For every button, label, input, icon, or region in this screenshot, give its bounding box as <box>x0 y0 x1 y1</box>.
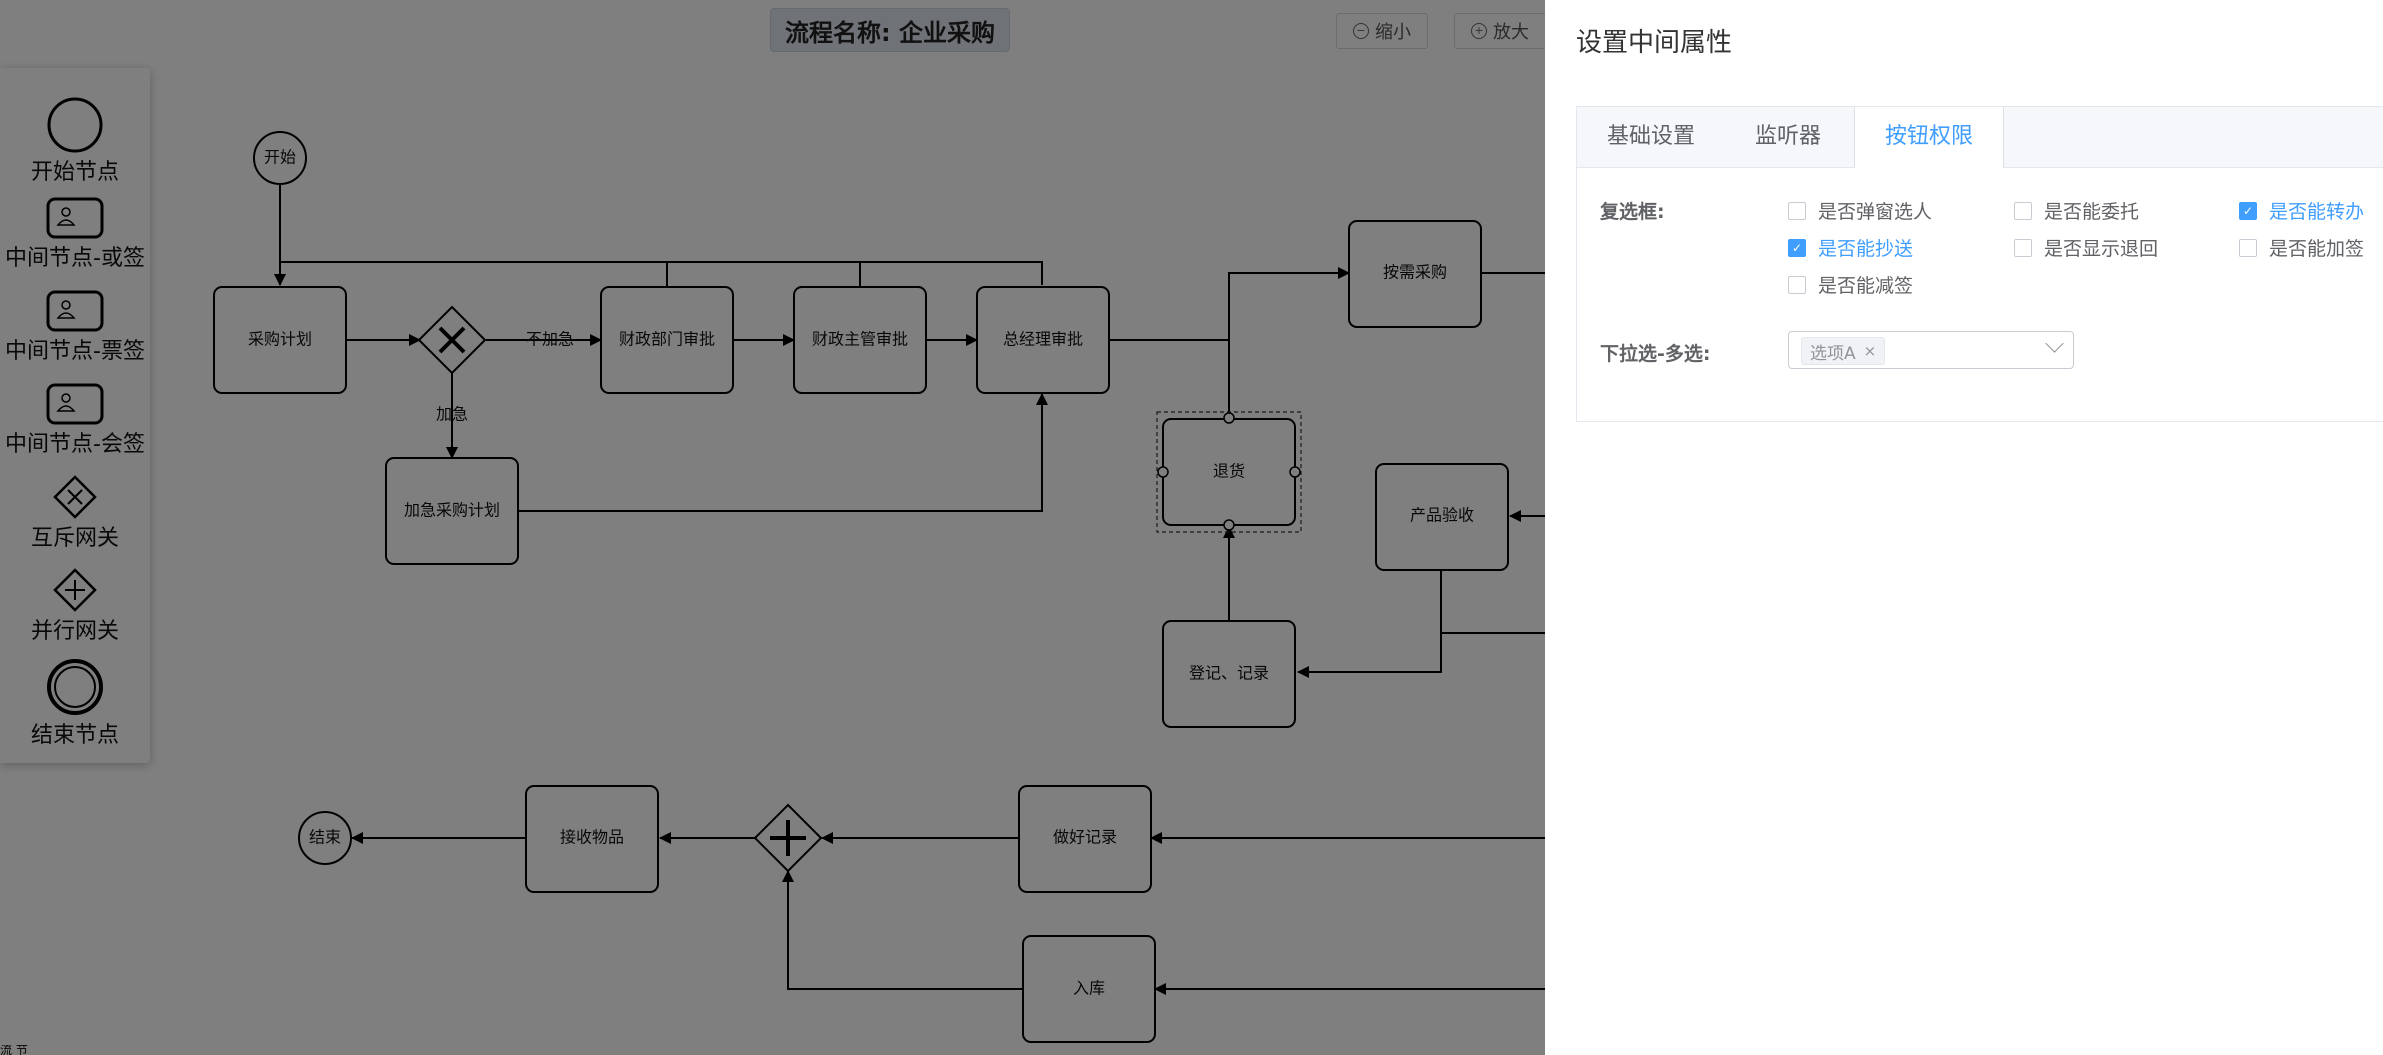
multiselect-label: 下拉选-多选: <box>1600 343 1711 365</box>
checkbox-box[interactable] <box>2014 238 2032 257</box>
checkbox-reduce-sign[interactable]: 是否能减签 <box>1788 271 1913 298</box>
checkbox-cc[interactable]: ✓ 是否能抄送 <box>1788 234 1913 261</box>
checkbox-label: 是否显示退回 <box>2044 238 2159 260</box>
checkbox-box[interactable] <box>1788 201 1806 220</box>
checkbox-label: 是否能减签 <box>1818 275 1914 297</box>
drawer-title: 设置中间属性 <box>1576 28 1733 58</box>
selected-tag: 选项A × <box>1801 337 1886 365</box>
checkbox-box[interactable] <box>2014 201 2032 220</box>
tab-basic-settings[interactable]: 基础设置 <box>1607 124 1696 149</box>
checkbox-delegate[interactable]: 是否能委托 <box>2014 197 2139 224</box>
checkbox-box[interactable] <box>1788 275 1806 294</box>
checkbox-popup-select[interactable]: 是否弹窗选人 <box>1788 197 1932 224</box>
checkbox-label: 是否能委托 <box>2044 201 2140 223</box>
checkbox-label: 是否弹窗选人 <box>1818 201 1933 223</box>
tab-button-permissions[interactable]: 按钮权限 <box>1854 107 2005 168</box>
checkbox-label: 是否能转办 <box>2269 201 2365 223</box>
multiselect-dropdown[interactable]: 选项A × <box>1788 331 2074 369</box>
chevron-down-icon[interactable] <box>2045 334 2064 353</box>
drawer-overlay[interactable] <box>0 0 1545 1055</box>
properties-drawer: 设置中间属性 基础设置 监听器 按钮权限 复选框: 是否弹窗选人 是否能委托 ✓… <box>1545 0 2383 1055</box>
check-icon[interactable]: ✓ <box>2239 201 2257 220</box>
tag-close-icon[interactable]: × <box>1863 342 1877 360</box>
checkbox-group-label: 复选框: <box>1600 201 1665 223</box>
checkbox-add-sign[interactable]: 是否能加签 <box>2239 234 2364 261</box>
checkbox-box[interactable] <box>2239 238 2257 257</box>
check-icon[interactable]: ✓ <box>1788 238 1806 257</box>
tab-listeners[interactable]: 监听器 <box>1755 124 1822 149</box>
checkbox-label: 是否能加签 <box>2269 238 2365 260</box>
checkbox-label: 是否能抄送 <box>1818 238 1914 260</box>
tabs-card: 基础设置 监听器 按钮权限 复选框: 是否弹窗选人 是否能委托 ✓ 是否能转办 … <box>1576 106 2383 422</box>
tag-label: 选项A <box>1810 343 1856 364</box>
checkbox-transfer[interactable]: ✓ 是否能转办 <box>2239 197 2364 224</box>
tab-bar: 基础设置 监听器 按钮权限 <box>1577 107 2383 168</box>
checkbox-show-return[interactable]: 是否显示退回 <box>2014 234 2158 261</box>
